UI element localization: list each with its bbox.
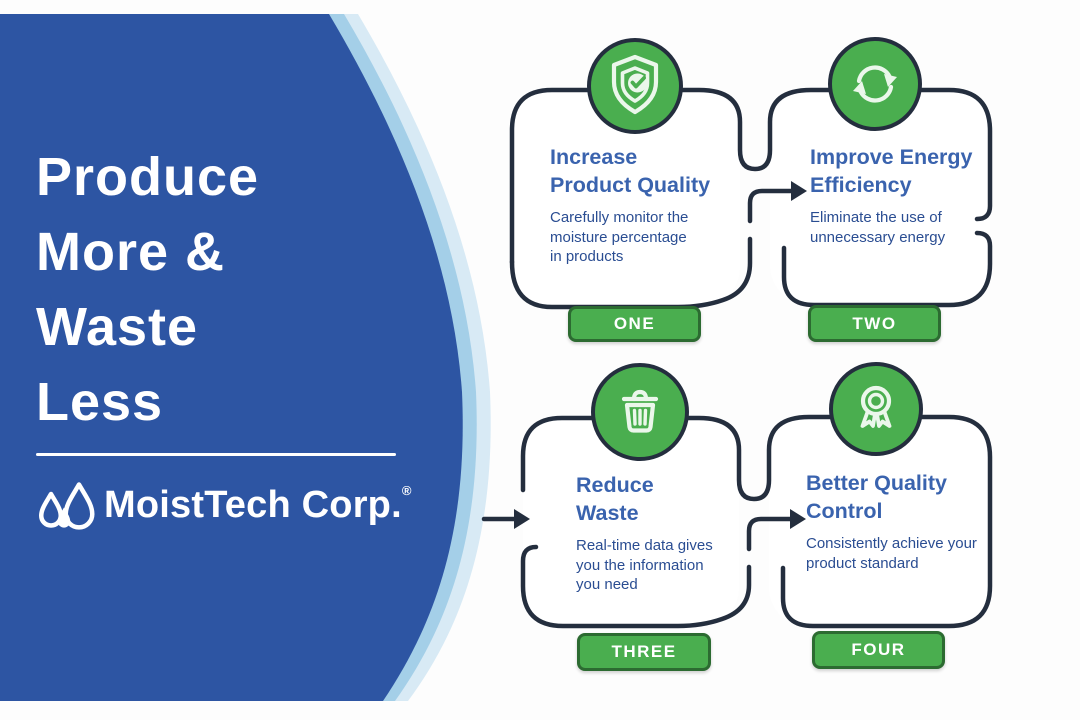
- step-three-circle: [591, 363, 689, 461]
- card-one-body: Carefully monitor the moisture percentag…: [550, 208, 755, 267]
- body-line: moisture percentage: [550, 228, 687, 246]
- registered-mark: ®: [401, 483, 412, 498]
- headline-line: Produce: [36, 147, 260, 207]
- step-badge-three: THREE: [577, 633, 711, 671]
- card-one-text: Increase Product Quality Carefully monit…: [550, 143, 755, 267]
- card-four-fill: [769, 417, 990, 626]
- card-one-bottom-outline: [509, 236, 753, 310]
- shield-check-icon: [611, 54, 659, 115]
- card-three-four-top-outline: [520, 414, 993, 629]
- card-three-bottom-outline: [520, 544, 752, 629]
- card-three-body: Real-time data gives you the information…: [576, 536, 781, 595]
- sync-arrows-icon: [853, 65, 897, 103]
- brand-text: MoistTech Corp.: [104, 484, 402, 526]
- body-line: unnecessary energy: [810, 228, 946, 246]
- step-badge-four: FOUR: [812, 631, 945, 669]
- body-line: in products: [550, 248, 624, 265]
- card-two-fill: [770, 90, 990, 305]
- title-line: Better Quality: [806, 471, 947, 495]
- body-line: Eliminate the use of: [810, 209, 942, 226]
- flow-arrow-3-4: [746, 509, 806, 552]
- card-three-fill: [523, 417, 739, 626]
- title-line: Waste: [576, 501, 639, 525]
- card-three-text: Reduce Waste Real-time data gives you th…: [576, 471, 781, 595]
- card-one-title: Increase Product Quality: [550, 143, 755, 199]
- title-line: Reduce: [576, 473, 654, 497]
- body-line: you the information: [576, 556, 704, 574]
- brand-name: MoistTech Corp.®: [104, 483, 412, 527]
- card-fills: [512, 90, 990, 626]
- headline-line: Waste: [36, 297, 199, 357]
- card-one-fill: [512, 90, 740, 307]
- award-ribbon-icon: [860, 385, 892, 428]
- card-two-title: Improve Energy Efficiency: [810, 143, 1005, 199]
- body-line: product standard: [806, 554, 919, 572]
- headline-line: Less: [36, 372, 164, 432]
- title-line: Increase: [550, 145, 638, 169]
- title-line: Efficiency: [810, 173, 912, 197]
- card-four-body: Consistently achieve your product standa…: [806, 534, 1011, 573]
- row-one-outline: [509, 87, 993, 310]
- step-four-circle: [829, 362, 923, 456]
- flow-arrow-1-2: [747, 181, 807, 224]
- body-line: you need: [576, 576, 638, 593]
- card-four-text: Better Quality Control Consistently achi…: [806, 469, 1011, 573]
- card-three-title: Reduce Waste: [576, 471, 781, 527]
- left-panel-shape: [0, 14, 491, 701]
- step-two-circle: [828, 37, 922, 131]
- body-line: Carefully monitor the: [550, 209, 689, 226]
- step-one-circle: [587, 38, 683, 134]
- water-drops-icon: [39, 482, 95, 530]
- body-line: Consistently achieve your: [806, 535, 977, 552]
- title-line: Improve Energy: [810, 145, 973, 169]
- title-line: Product Quality: [550, 173, 711, 197]
- card-two-bottom-outline: [781, 230, 993, 308]
- card-two-body: Eliminate the use of unnecessary energy: [810, 208, 1005, 247]
- card-four-title: Better Quality Control: [806, 469, 1011, 525]
- card-one-two-top-outline: [509, 87, 993, 265]
- trash-icon: [621, 389, 659, 433]
- panel-blue-shape: [0, 14, 463, 701]
- headline-line: More &: [36, 222, 226, 282]
- title-line: Control: [806, 499, 883, 523]
- row-two-outline: [520, 414, 993, 629]
- divider-line: [36, 453, 396, 456]
- headline: Produce More & Waste Less: [36, 140, 436, 440]
- flow-arrow-into-3: [481, 509, 530, 529]
- card-two-text: Improve Energy Efficiency Eliminate the …: [810, 143, 1005, 247]
- step-badge-two: TWO: [808, 305, 941, 342]
- step-badge-one: ONE: [568, 306, 701, 342]
- body-line: Real-time data gives: [576, 537, 713, 554]
